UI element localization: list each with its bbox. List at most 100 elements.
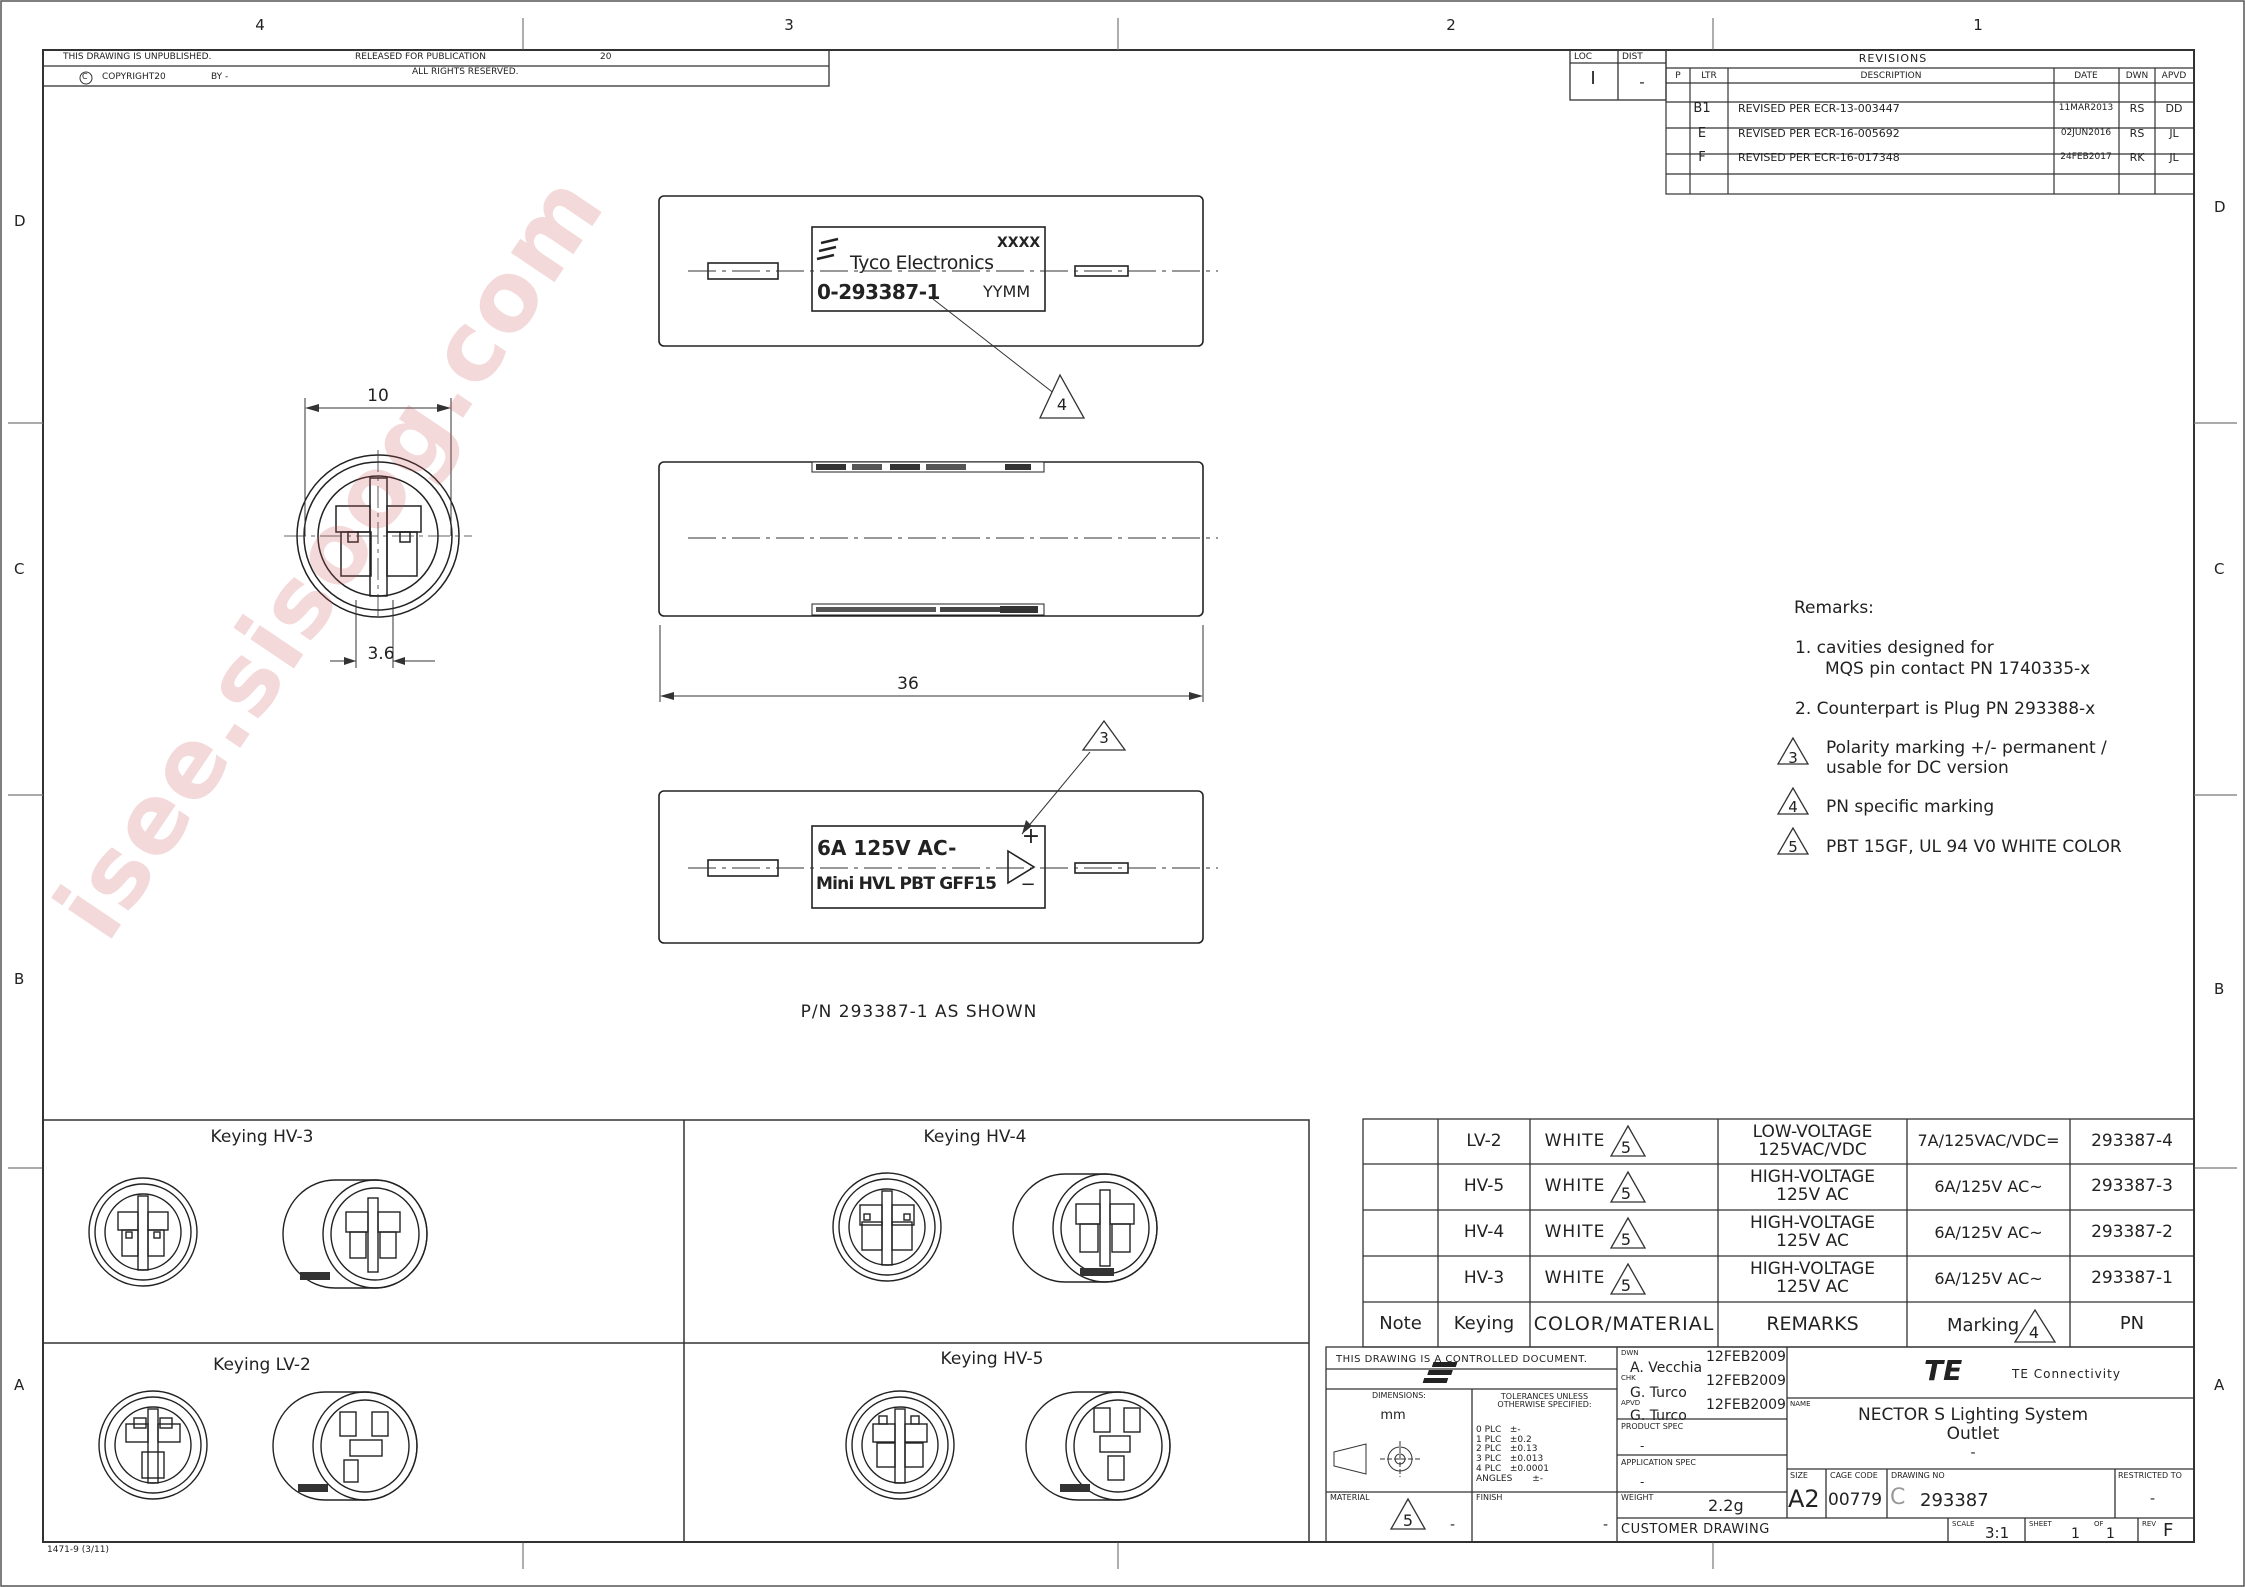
leader-4 [932,298,1061,399]
rev-row-dwn: RK [2129,151,2145,164]
of-value: 1 [2106,1526,2115,1542]
sheet-label: SHEET [2029,1520,2052,1528]
zone-right-b: B [2214,980,2225,998]
apvd-name: G. Turco [1630,1408,1687,1424]
rev-row-apvd: JL [2169,151,2179,164]
zone-ticks [8,18,2237,1569]
rev-header-dwn: DWN [2125,71,2149,81]
zone-left-b: B [14,970,25,988]
dimensions-label: DIMENSIONS: [1372,1391,1426,1400]
remark-flag-3-number: 3 [1788,749,1798,767]
keying-hv5-title: Keying HV-5 [940,1349,1044,1369]
by-note: BY - [211,72,229,82]
part-row-pn: 293387-2 [2091,1222,2173,1243]
part-row-flag: 5 [1620,1276,1632,1295]
part-row-pn: 293387-4 [2091,1130,2173,1151]
zone-right-d: D [2214,198,2226,216]
rev-label: REV [2142,1520,2157,1528]
form-number: 1471-9 (3/11) [47,1545,109,1555]
zone-left-a: A [14,1376,25,1394]
polarity-plus: + [1021,824,1041,849]
zone-top-1: 1 [1973,16,1983,34]
part-row-remarks: HIGH-VOLTAGE 125V AC [1749,1167,1876,1205]
part-row-keying: HV-3 [1463,1268,1505,1289]
apvd-label: APVD [1621,1399,1641,1407]
side-view-marking-top [811,461,1045,473]
zone-top-3: 3 [784,16,794,34]
side-view-marking-bottom [811,603,1045,616]
bottom-view [658,790,1204,944]
drawing-no-label: DRAWING NO [1891,1471,1945,1480]
weight-value: 2.2g [1708,1496,1744,1515]
part-row-keying: HV-5 [1463,1176,1505,1197]
cage-label: CAGE CODE [1830,1471,1878,1480]
rev-header-date: DATE [2074,71,2098,81]
keying-frame [42,1119,1310,1543]
released-year: 20 [600,52,612,62]
keying-lv2-title: Keying LV-2 [213,1355,311,1375]
rev-row-dwn: RS [2129,127,2145,140]
customer-drawing: CUSTOMER DRAWING [1621,1522,1770,1537]
part-row-marking: 6A/125V AC~ [1934,1222,2043,1242]
rev-header-description: DESCRIPTION [1860,71,1922,81]
part-header-color: COLOR/MATERIAL [1533,1312,1715,1335]
product-spec-label: PRODUCT SPEC [1621,1422,1684,1431]
part-header-remarks: REMARKS [1766,1312,1859,1335]
part-header-marking-flag: 4 [2028,1323,2040,1342]
cage-value: 00779 [1828,1490,1883,1510]
rev-row-description: REVISED PER ECR-16-005692 [1738,127,1900,140]
tolerances-label: TOLERANCES UNLESS OTHERWISE SPECIFIED: [1497,1391,1592,1409]
label-part-number: 0-293387-1 [817,280,940,304]
company-name: TE Connectivity [2012,1367,2121,1381]
part-row-color: WHITE [1544,1268,1606,1289]
part-row-flag-icon [1609,1216,1647,1249]
zone-left-c: C [14,560,25,578]
title-block-lines [1325,1346,2195,1543]
part-row-flag-icon [1609,1124,1647,1157]
rev-row-date: 02JUN2016 [2060,128,2112,138]
part-header-marking-flag-icon [2013,1308,2057,1343]
dimensions-value: mm [1380,1408,1406,1423]
remark-3-line2: usable for DC version [1826,758,2009,778]
rev-row-date: 11MAR2013 [2058,103,2114,113]
restricted-label: RESTRICTED TO [2118,1471,2182,1480]
te-logo-icon [1422,1362,1458,1383]
material-value: - [1450,1517,1456,1533]
chk-name: G. Turco [1630,1385,1687,1401]
zone-right-a: A [2214,1376,2225,1394]
scale-label: SCALE [1952,1520,1975,1528]
zone-top-2: 2 [1446,16,1456,34]
copyright-symbol: C [82,72,88,81]
rev-row-ltr: F [1698,150,1706,165]
finish-value: - [1603,1517,1609,1533]
drawing-no-prefix: C [1890,1485,1906,1510]
revisions-table-lines [1665,49,2195,195]
dim-36-lines [659,625,1204,702]
rev-row-apvd: DD [2165,102,2183,115]
dwn-date: 12FEB2009 [1706,1349,1786,1365]
restricted-value: - [2150,1491,2156,1507]
polarity-minus: − [1020,874,1036,895]
part-row-flag: 5 [1620,1184,1632,1203]
part-header-marking: Marking [1947,1315,2020,1336]
of-label: OF [2094,1520,2104,1528]
label-material-marking: Mini HVL PBT GFF15 [816,874,997,894]
material-flag: 5 [1402,1511,1414,1530]
rev-row-date: 24FEB2017 [2060,152,2112,162]
rights-note: ALL RIGHTS RESERVED. [412,67,519,77]
part-row-marking: 7A/125VAC/VDC= [1917,1131,2060,1151]
product-spec-value: - [1640,1439,1645,1453]
rev-header-p: P [1675,71,1681,81]
part-row-remarks: HIGH-VOLTAGE 125V AC [1749,1259,1876,1297]
part-row-color: WHITE [1544,1222,1606,1243]
dist-label: DIST [1622,52,1643,62]
finish-label: FINISH [1476,1493,1503,1502]
rev-row-description: REVISED PER ECR-16-017348 [1738,151,1900,164]
sheet-value: 1 [2071,1526,2080,1542]
revisions-title: REVISIONS [1858,52,1928,65]
scale-value: 3:1 [1985,1524,2010,1542]
keying-hv5-views [845,1390,1171,1501]
label-brand: Tyco Electronics [850,252,994,274]
name-line-3: - [1970,1445,1976,1461]
